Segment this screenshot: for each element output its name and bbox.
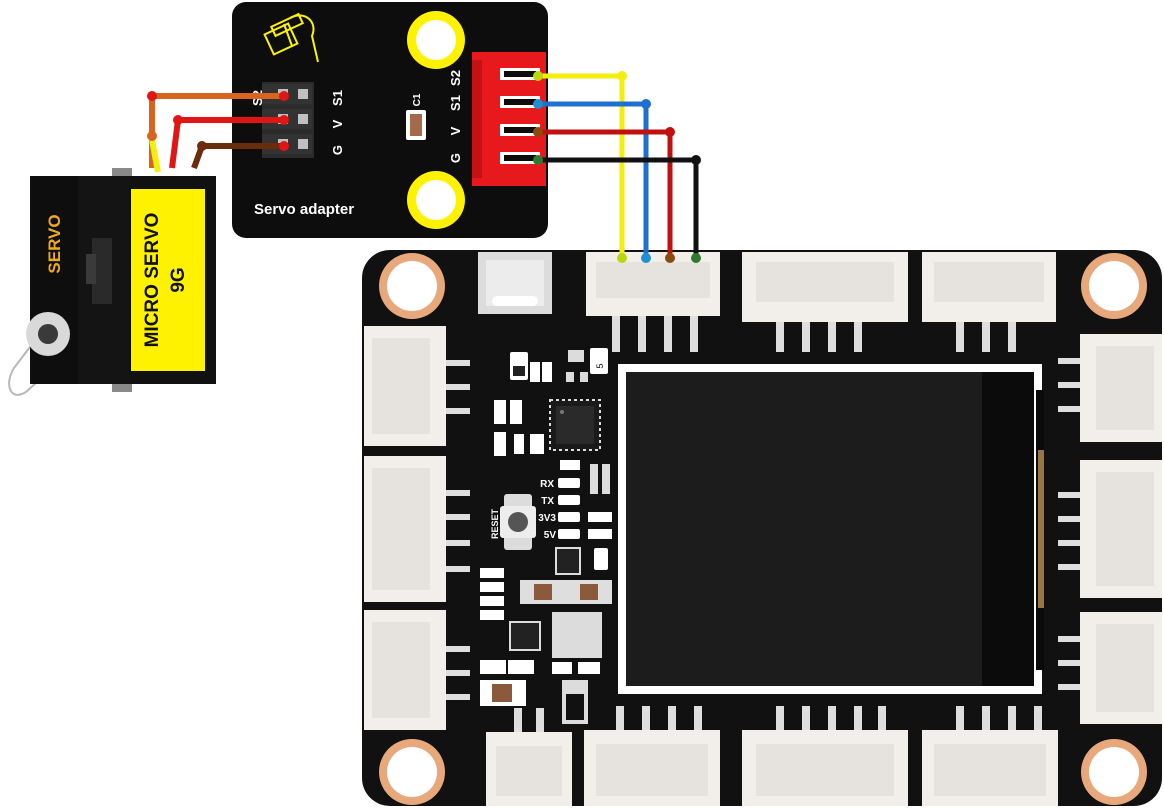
right-connector-3 xyxy=(1058,612,1162,724)
capacitor-label: C1 xyxy=(412,93,423,106)
adapter-pin-label-g-left: G xyxy=(330,145,345,155)
bottom-connector-3 xyxy=(742,706,908,806)
adapter-title: Servo adapter xyxy=(254,201,354,218)
servo-model-line2: 9G xyxy=(168,267,189,292)
adapter-pin-label-v-right: V xyxy=(448,126,463,135)
wire-red xyxy=(538,129,673,258)
servo-model-line1: MICRO SERVO xyxy=(142,213,163,348)
smd-components xyxy=(480,348,612,724)
main-mount-hole-top-right xyxy=(1081,253,1147,319)
gift-box-logo-icon xyxy=(263,12,319,63)
signal-wires xyxy=(538,73,699,258)
regulator-mark: 5 xyxy=(595,363,605,368)
left-connector-1 xyxy=(364,326,470,446)
led-label-3v3: 3V3 xyxy=(538,513,556,524)
servo-brand: SERVO xyxy=(45,214,64,273)
reset-label: RESET xyxy=(490,508,500,539)
main-mount-hole-bottom-right xyxy=(1081,739,1147,805)
adapter-capacitor xyxy=(406,110,426,140)
right-connector-2 xyxy=(1058,460,1162,598)
micro-servo: SERVO MICRO SERVO 9G xyxy=(8,168,216,396)
adapter-pin-label-g-right: G xyxy=(448,153,463,163)
bottom-connector-4 xyxy=(922,706,1058,806)
top-connector-2 xyxy=(742,252,908,352)
servo-side-tab xyxy=(92,238,112,304)
main-mount-hole-bottom-left xyxy=(379,739,445,805)
led-label-tx: TX xyxy=(541,496,554,507)
wire-joints xyxy=(533,71,701,263)
adapter-pin-label-s2-right: S2 xyxy=(448,70,463,86)
wire-blue xyxy=(538,101,649,258)
right-connector-1 xyxy=(1058,334,1162,442)
servo-cable xyxy=(147,91,289,173)
bottom-connector-2 xyxy=(584,706,720,806)
led-label-rx: RX xyxy=(540,479,554,490)
reset-button[interactable] xyxy=(500,494,536,550)
adapter-pin-label-v-left: V xyxy=(330,119,345,128)
main-mount-hole-top-left xyxy=(379,253,445,319)
bottom-connector-1 xyxy=(486,708,572,806)
lcd-display xyxy=(618,364,1044,694)
servo-label xyxy=(130,188,206,372)
top-connector-3 xyxy=(922,252,1056,352)
main-controller-board: RESET RX TX 3V3 5V 5 xyxy=(362,250,1162,806)
usb-c-port xyxy=(478,252,552,314)
adapter-pin-label-s1-left: S1 xyxy=(330,90,345,106)
left-connector-3 xyxy=(364,610,470,730)
adapter-pin-label-s1-right: S1 xyxy=(448,95,463,111)
led-label-5v: 5V xyxy=(544,530,557,541)
left-connector-2 xyxy=(364,456,470,602)
mcu-chip xyxy=(549,399,601,451)
